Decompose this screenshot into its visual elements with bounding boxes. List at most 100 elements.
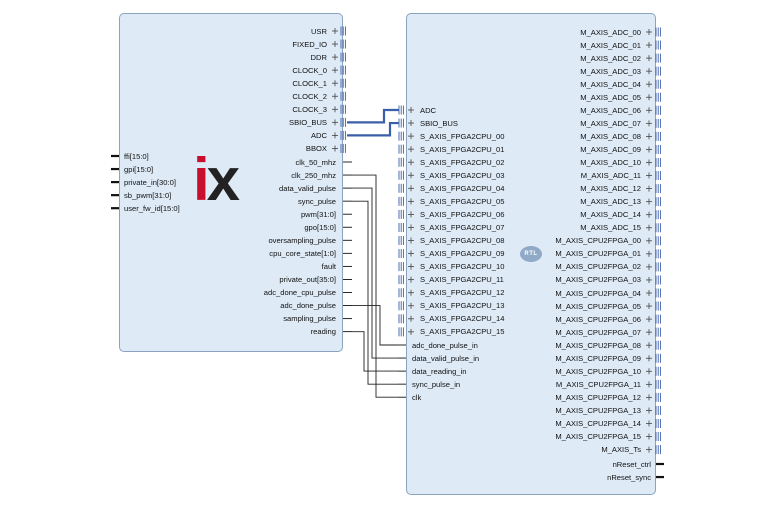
- bus-pin-out-m-axis-adc-06[interactable]: [655, 105, 661, 115]
- bus-wire-adc-to-sbio[interactable]: [347, 121, 399, 137]
- bus-pin-out-m-axis-adc-14[interactable]: [655, 210, 661, 220]
- bus-pin-in-s-axis-fpga2cpu-10[interactable]: [398, 262, 404, 272]
- bus-pin-in-s-axis-fpga2cpu-05[interactable]: [398, 196, 404, 206]
- bus-output-expand-m-axis-cpu2fpga-12[interactable]: [646, 394, 652, 401]
- bus-port-expand-sbio-bus[interactable]: [332, 119, 338, 126]
- bus-port-expand-usr[interactable]: [332, 28, 338, 34]
- bus-input-expand-s-axis-fpga2cpu-04[interactable]: [408, 185, 414, 192]
- bus-pin-out-m-axis-cpu2fpga-06[interactable]: [655, 314, 661, 324]
- bus-pin-out-m-axis-adc-13[interactable]: [655, 197, 661, 207]
- bus-pin-out-m-axis-adc-05[interactable]: [655, 92, 661, 102]
- bus-output-expand-m-axis-adc-07[interactable]: [646, 120, 652, 127]
- wire-data-valid[interactable]: [352, 187, 398, 359]
- bus-output-expand-m-axis-adc-01[interactable]: [646, 42, 652, 49]
- bus-pin-clock-0[interactable]: [340, 65, 346, 75]
- wire-adc-done[interactable]: [352, 305, 398, 346]
- bus-input-expand-s-axis-fpga2cpu-13[interactable]: [408, 302, 414, 309]
- bus-pin-sbio-bus[interactable]: [340, 117, 346, 127]
- bus-output-expand-m-axis-adc-13[interactable]: [646, 198, 652, 205]
- bus-pin-in-s-axis-fpga2cpu-01[interactable]: [398, 144, 404, 154]
- bus-pin-in-s-axis-fpga2cpu-06[interactable]: [398, 209, 404, 219]
- bus-pin-out-m-axis-cpu2fpga-08[interactable]: [655, 340, 661, 350]
- bus-input-expand-s-axis-fpga2cpu-10[interactable]: [408, 263, 414, 270]
- bus-input-expand-s-axis-fpga2cpu-05[interactable]: [408, 198, 414, 205]
- bus-pin-out-m-axis-cpu2fpga-10[interactable]: [655, 366, 661, 376]
- bus-pin-clock-2[interactable]: [340, 91, 346, 101]
- bus-pin-out-m-axis-cpu2fpga-13[interactable]: [655, 405, 661, 415]
- bus-pin-bbox[interactable]: [340, 143, 346, 153]
- bus-input-expand-s-axis-fpga2cpu-15[interactable]: [408, 328, 414, 335]
- bus-pin-out-m-axis-cpu2fpga-09[interactable]: [655, 353, 661, 363]
- bus-pin-out-m-axis-cpu2fpga-05[interactable]: [655, 301, 661, 311]
- bus-wire-sbio-to-adc[interactable]: [347, 108, 399, 124]
- bus-output-expand-m-axis-cpu2fpga-00[interactable]: [646, 237, 652, 244]
- bus-output-expand-m-axis-cpu2fpga-05[interactable]: [646, 303, 652, 310]
- bus-pin-in-s-axis-fpga2cpu-04[interactable]: [398, 183, 404, 193]
- bus-pin-out-m-axis-adc-00[interactable]: [655, 27, 661, 37]
- bus-pin-adc[interactable]: [340, 130, 346, 140]
- bus-port-expand-bbox[interactable]: [332, 145, 338, 152]
- bus-output-expand-m-axis-adc-10[interactable]: [646, 159, 652, 166]
- bus-input-expand-s-axis-fpga2cpu-06[interactable]: [408, 211, 414, 218]
- bus-output-expand-m-axis-adc-03[interactable]: [646, 68, 652, 75]
- bus-pin-out-m-axis-adc-07[interactable]: [655, 118, 661, 128]
- bus-pin-out-m-axis-cpu2fpga-02[interactable]: [655, 262, 661, 272]
- bus-output-expand-m-axis-cpu2fpga-01[interactable]: [646, 250, 652, 257]
- bus-pin-out-m-axis-cpu2fpga-04[interactable]: [655, 288, 661, 298]
- bus-output-expand-m-axis-adc-00[interactable]: [646, 29, 652, 35]
- bus-pin-out-m-axis-cpu2fpga-14[interactable]: [655, 419, 661, 428]
- bus-port-expand-adc[interactable]: [332, 132, 338, 139]
- bus-pin-out-m-axis-adc-01[interactable]: [655, 40, 661, 50]
- processing-system-block[interactable]: [119, 13, 343, 352]
- bus-output-expand-m-axis-cpu2fpga-09[interactable]: [646, 355, 652, 362]
- bus-input-expand-s-axis-fpga2cpu-12[interactable]: [408, 289, 414, 296]
- bus-output-expand-m-axis-cpu2fpga-11[interactable]: [646, 381, 652, 388]
- bus-pin-in-s-axis-fpga2cpu-08[interactable]: [398, 236, 404, 245]
- bus-input-expand-s-axis-fpga2cpu-07[interactable]: [408, 224, 414, 231]
- bus-pin-out-m-axis-adc-10[interactable]: [655, 158, 661, 167]
- bus-port-expand-clock-1[interactable]: [332, 80, 338, 87]
- bus-pin-out-m-axis-cpu2fpga-03[interactable]: [655, 275, 661, 285]
- bus-output-expand-m-axis-adc-12[interactable]: [646, 185, 652, 192]
- bus-pin-out-m-axis-adc-09[interactable]: [655, 144, 661, 154]
- bus-pin-in-s-axis-fpga2cpu-03[interactable]: [398, 170, 404, 180]
- bus-output-expand-m-axis-adc-06[interactable]: [646, 107, 652, 114]
- bus-pin-clock-3[interactable]: [340, 104, 346, 114]
- bus-output-expand-m-axis-adc-09[interactable]: [646, 146, 652, 153]
- bus-output-expand-m-axis-adc-15[interactable]: [646, 224, 652, 231]
- bus-pin-fixed-io[interactable]: [340, 39, 346, 49]
- bus-pin-in-s-axis-fpga2cpu-00[interactable]: [398, 131, 404, 141]
- bus-pin-out-m-axis-cpu2fpga-11[interactable]: [655, 379, 661, 389]
- bus-input-expand-s-axis-fpga2cpu-14[interactable]: [408, 315, 414, 322]
- bus-output-expand-m-axis-cpu2fpga-13[interactable]: [646, 407, 652, 414]
- bus-output-expand-m-axis-cpu2fpga-15[interactable]: [646, 433, 652, 440]
- bus-output-expand-m-axis-adc-08[interactable]: [646, 133, 652, 140]
- bus-output-expand-m-axis-adc-02[interactable]: [646, 55, 652, 62]
- bus-pin-in-s-axis-fpga2cpu-09[interactable]: [398, 249, 404, 259]
- bus-output-expand-m-axis-cpu2fpga-07[interactable]: [646, 329, 652, 336]
- bus-output-expand-m-axis-cpu2fpga-14[interactable]: [646, 420, 652, 427]
- bus-pin-out-m-axis-adc-08[interactable]: [655, 131, 661, 141]
- bus-output-expand-m-axis-cpu2fpga-04[interactable]: [646, 290, 652, 296]
- bus-output-expand-m-axis-adc-05[interactable]: [646, 94, 652, 101]
- bus-port-expand-clock-3[interactable]: [332, 106, 338, 113]
- bus-output-expand-m-axis-cpu2fpga-10[interactable]: [646, 368, 652, 375]
- bus-pin-out-m-axis-ts[interactable]: [655, 445, 661, 455]
- bus-output-expand-m-axis-cpu2fpga-06[interactable]: [646, 316, 652, 323]
- bus-input-expand-s-axis-fpga2cpu-11[interactable]: [408, 276, 414, 283]
- bus-pin-out-m-axis-adc-03[interactable]: [655, 66, 661, 76]
- bus-input-expand-s-axis-fpga2cpu-09[interactable]: [408, 250, 414, 257]
- bus-port-expand-clock-0[interactable]: [332, 67, 338, 74]
- bus-input-expand-s-axis-fpga2cpu-00[interactable]: [408, 133, 414, 140]
- bus-pin-in-s-axis-fpga2cpu-12[interactable]: [398, 288, 404, 298]
- bus-pin-out-m-axis-cpu2fpga-01[interactable]: [655, 249, 661, 259]
- bus-pin-ddr[interactable]: [340, 52, 346, 62]
- bus-input-expand-sbio-bus[interactable]: [408, 120, 414, 127]
- bus-input-expand-adc[interactable]: [408, 107, 414, 113]
- bus-pin-in-sbio-bus[interactable]: [398, 118, 404, 128]
- bus-output-expand-m-axis-adc-04[interactable]: [646, 81, 652, 88]
- bus-output-expand-m-axis-adc-14[interactable]: [646, 211, 652, 218]
- bus-output-expand-m-axis-cpu2fpga-03[interactable]: [646, 276, 652, 283]
- bus-pin-out-m-axis-cpu2fpga-00[interactable]: [655, 236, 661, 246]
- bus-input-expand-s-axis-fpga2cpu-08[interactable]: [408, 237, 414, 244]
